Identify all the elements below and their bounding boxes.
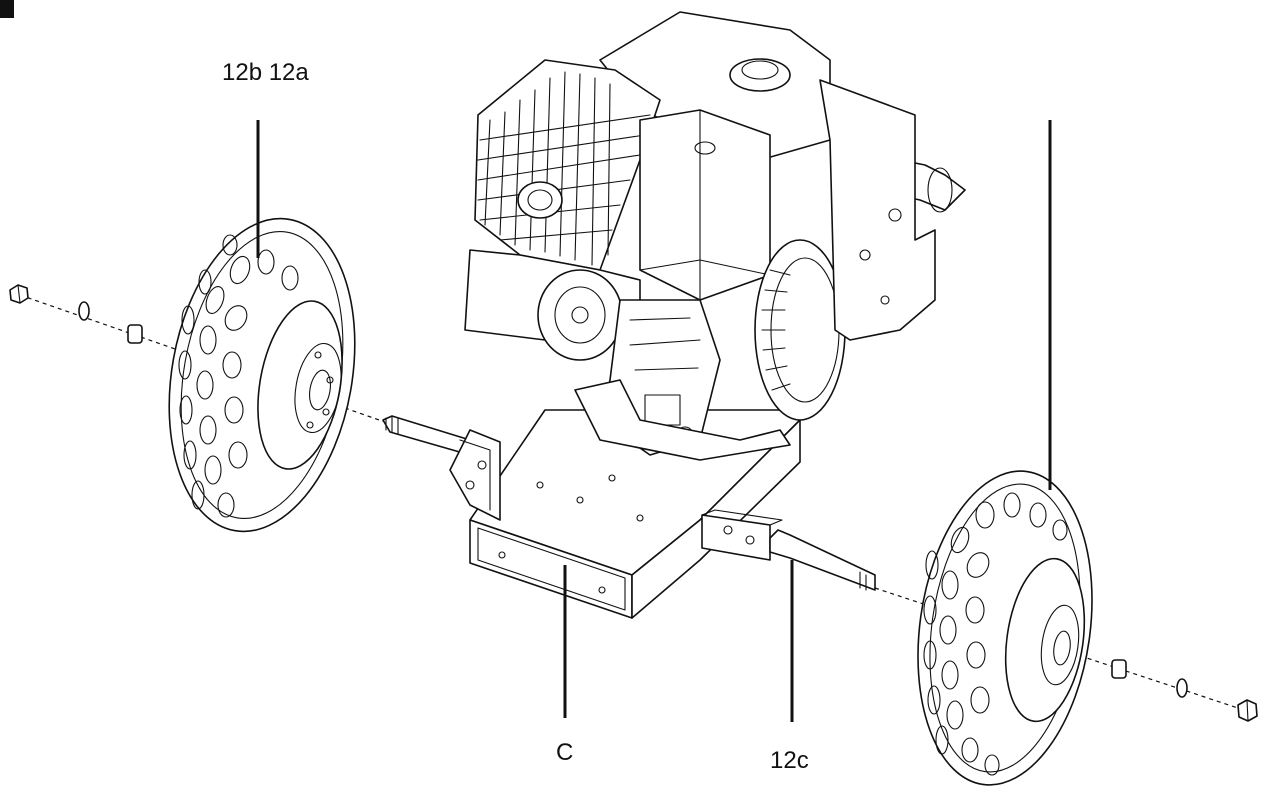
nut-left <box>9 284 29 304</box>
right-hardware <box>1111 659 1258 722</box>
rim-right <box>1004 557 1086 723</box>
engine-pulley <box>537 269 623 361</box>
callout-label-wheel-left: 12b 12a <box>222 59 309 86</box>
washer-left <box>78 301 90 321</box>
engine <box>464 11 966 461</box>
callout-label-axle-right: 12c <box>770 747 809 774</box>
corner-marker <box>0 0 14 18</box>
nut-right <box>1237 699 1258 722</box>
tread-left <box>178 234 299 518</box>
fan-cover <box>754 239 846 421</box>
callout-leaders <box>256 120 1052 722</box>
axle-left <box>382 415 471 456</box>
tread-right <box>923 492 1068 776</box>
washer-right <box>1176 678 1188 698</box>
axle-right <box>769 529 876 591</box>
left-hardware <box>9 284 143 344</box>
air-filter-housing <box>474 59 661 271</box>
callout-label-frame: C <box>556 739 573 766</box>
spacer-left <box>127 324 143 344</box>
rim-left <box>257 300 343 470</box>
wheel-right <box>917 470 1093 786</box>
spacer-right <box>1111 659 1127 679</box>
wheel-left <box>168 217 356 533</box>
